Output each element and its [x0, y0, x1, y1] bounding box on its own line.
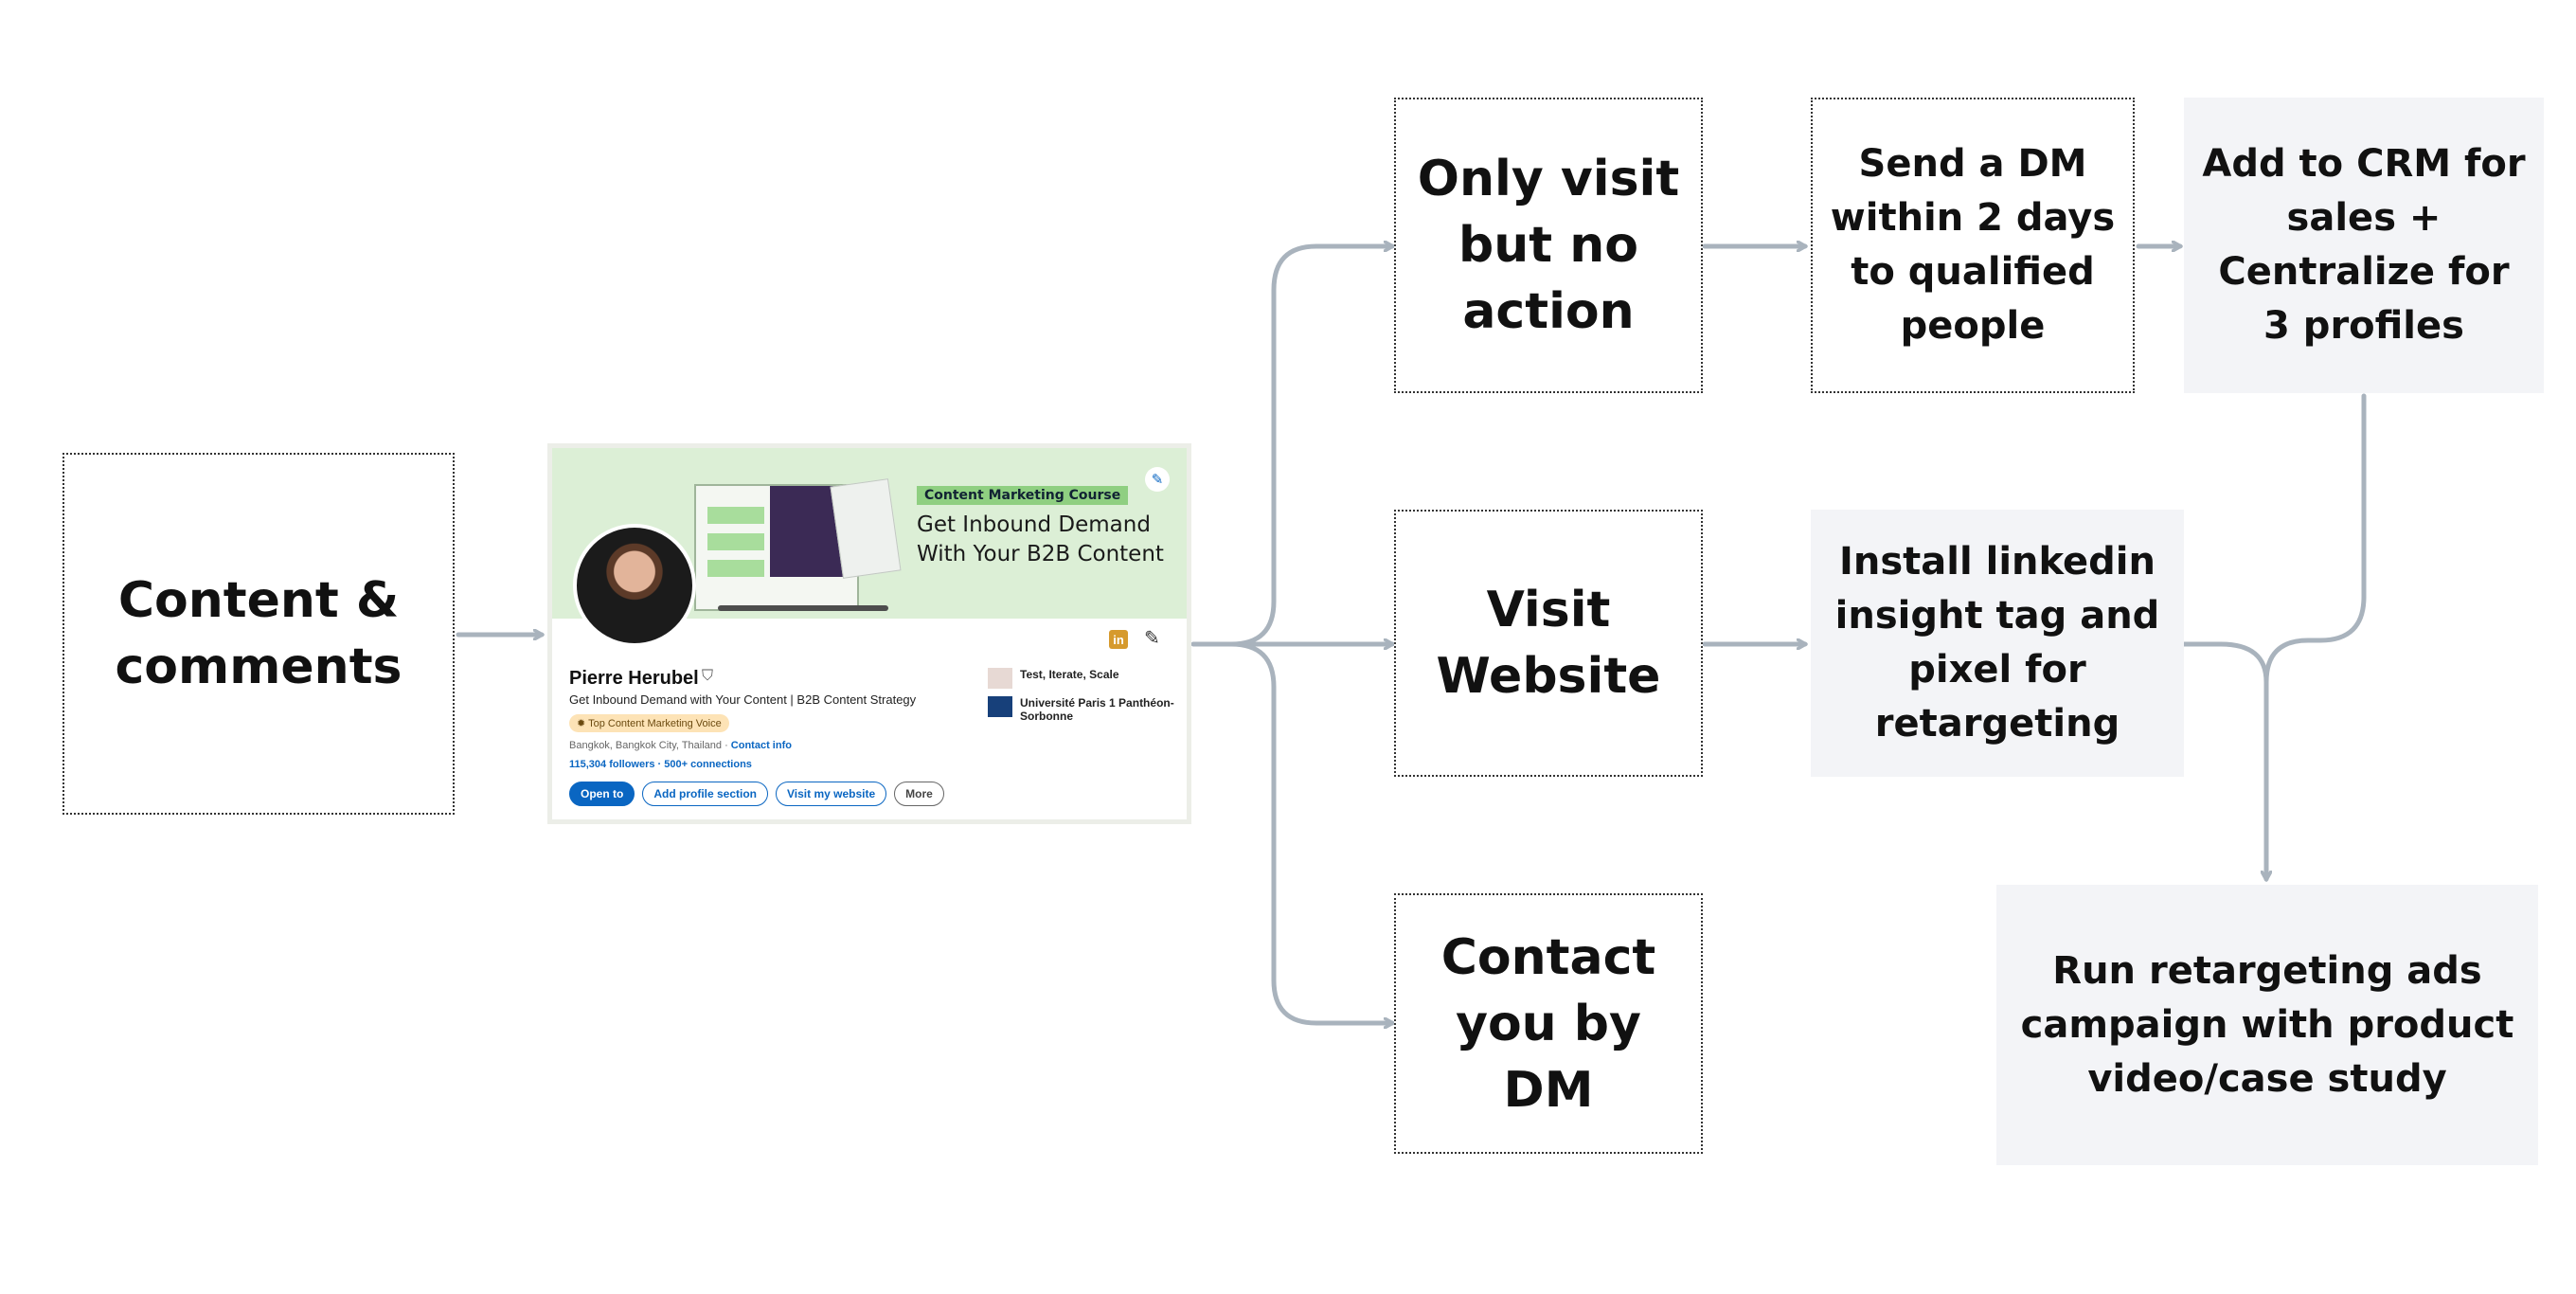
node-run-ads: Run retargeting ads campaign with produc… [1996, 885, 2538, 1165]
more-button[interactable]: More [894, 782, 944, 806]
course-tag: Content Marketing Course [917, 486, 1129, 505]
visit-my-website-button[interactable]: Visit my website [776, 782, 887, 806]
node-add-crm-label: Add to CRM for sales + Centralize for 3 … [2202, 142, 2526, 348]
banner-headline: Get Inbound Demand With Your B2B Content [917, 512, 1164, 566]
top-voice-badge: ✹ Top Content Marketing Voice [569, 714, 729, 732]
edit-profile-pencil-icon[interactable]: ✎ [1144, 628, 1160, 649]
node-visit-website: Visit Website [1394, 510, 1703, 777]
contact-info-link[interactable]: Contact info [730, 740, 792, 751]
banner-laptop-base [718, 605, 888, 611]
node-content-comments-label: Content & comments [115, 572, 402, 695]
profile-name: Pierre Herubel [569, 668, 699, 689]
profile-location: Bangkok, Bangkok City, Thailand · Contac… [569, 740, 792, 751]
mockup-row [707, 533, 764, 550]
node-content-comments: Content & comments [63, 453, 455, 815]
node-visit-website-label: Visit Website [1436, 582, 1661, 705]
education-entry[interactable]: Université Paris 1 Panthéon-Sorbonne [988, 696, 1177, 723]
education-label: Université Paris 1 Panthéon-Sorbonne [1020, 696, 1174, 723]
linkedin-profile-card: Content Marketing Course Get Inbound Dem… [547, 443, 1191, 824]
node-only-visit: Only visit but no action [1394, 98, 1703, 393]
linkedin-logo-icon: in [1109, 630, 1128, 649]
arrow-to-only-visit [1228, 246, 1392, 647]
followers-count[interactable]: 115,304 followers [569, 759, 655, 770]
university-logo-icon [988, 696, 1012, 717]
avatar [573, 524, 696, 647]
node-run-ads-label: Run retargeting ads campaign with produc… [2020, 948, 2514, 1101]
add-profile-section-button[interactable]: Add profile section [642, 782, 769, 806]
open-to-button[interactable]: Open to [569, 782, 635, 806]
verified-shield-icon: ⛉ [702, 668, 714, 684]
node-install-tag-label: Install linkedin insight tag and pixel f… [1834, 540, 2160, 746]
company-logo-icon [988, 668, 1012, 689]
experience-label: Test, Iterate, Scale [1020, 668, 1119, 681]
top-voice-badge-label: Top Content Marketing Voice [588, 718, 722, 729]
node-contact-dm: Contact you by DM [1394, 893, 1703, 1154]
banner-document-thumbnail [830, 478, 902, 579]
profile-action-buttons: Open to Add profile section Visit my web… [569, 782, 944, 806]
node-contact-dm-label: Contact you by DM [1440, 928, 1656, 1119]
node-only-visit-label: Only visit but no action [1417, 151, 1680, 340]
location-text: Bangkok, Bangkok City, Thailand · [569, 740, 731, 751]
profile-stats: 115,304 followers · 500+ connections [569, 759, 752, 770]
profile-tagline: Get Inbound Demand with Your Content | B… [569, 692, 917, 707]
node-install-tag: Install linkedin insight tag and pixel f… [1811, 510, 2184, 777]
experience-entry[interactable]: Test, Iterate, Scale [988, 668, 1119, 689]
arrow-to-contact-dm [1228, 641, 1392, 1023]
node-send-dm-label: Send a DM within 2 days to qualified peo… [1830, 142, 2116, 348]
node-add-crm: Add to CRM for sales + Centralize for 3 … [2184, 98, 2544, 393]
node-send-dm: Send a DM within 2 days to qualified peo… [1811, 98, 2135, 393]
mockup-row [707, 507, 764, 524]
mockup-row [707, 560, 764, 577]
edit-banner-pencil-icon[interactable]: ✎ [1145, 467, 1170, 492]
connections-count[interactable]: 500+ connections [664, 759, 752, 770]
arrow-install-to-merge [2181, 641, 2269, 685]
arrow-crm-to-merge [2263, 393, 2367, 685]
